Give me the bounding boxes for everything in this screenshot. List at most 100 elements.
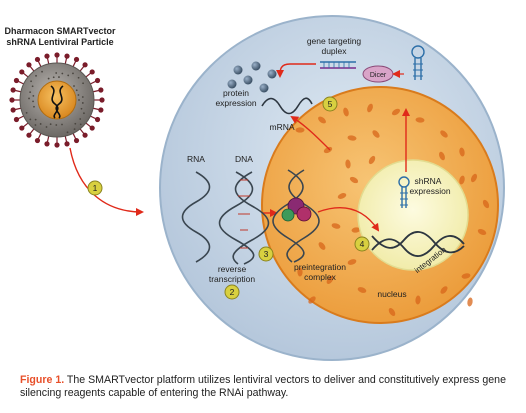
nucleus-speckle: [415, 295, 421, 305]
label-preintegration-2: complex: [304, 272, 336, 282]
nucleus-speckle: [440, 286, 448, 294]
integrated-dna: [371, 231, 465, 257]
step-badge-number: 1: [93, 183, 98, 193]
step-badge-2: 2: [224, 284, 240, 300]
nucleus-speckle: [440, 130, 448, 138]
virus-spike-head: [13, 77, 20, 84]
virus-spike-head: [34, 56, 41, 63]
virus-spike-head: [64, 141, 70, 147]
protein-bead: [227, 79, 237, 89]
virus-spike-head: [19, 69, 25, 75]
nucleus-speckle: [459, 175, 465, 185]
figure-label: Figure 1.: [20, 374, 65, 386]
label-reverse-transcription-1: reverse: [218, 264, 247, 274]
virus-spike-head: [26, 62, 32, 68]
label-dna: DNA: [235, 154, 253, 164]
virus-spike-head: [26, 132, 32, 138]
mrna-strand: [261, 97, 313, 115]
virus-spike-head: [9, 97, 15, 103]
step-badge-circle: [224, 284, 240, 300]
nucleus-speckle: [349, 176, 359, 184]
nucleus-speckle: [331, 223, 341, 229]
virus-dot: [45, 126, 48, 128]
virus-dot: [34, 124, 37, 126]
nucleus-speckle: [467, 297, 473, 307]
nucleus-speckle: [391, 108, 401, 116]
label-protein-2: expression: [215, 98, 256, 108]
virus-spike-head: [19, 125, 25, 131]
step-badge-circle: [87, 180, 103, 196]
virus-spike-head: [54, 142, 60, 148]
virus-dot: [58, 76, 60, 78]
virus-spike-head: [99, 97, 105, 103]
virus-spike-head: [44, 141, 50, 147]
step-badge-circle: [322, 96, 338, 112]
virus-dot: [55, 72, 58, 74]
preintegration-complex: [272, 169, 320, 263]
virus-dot: [47, 77, 50, 80]
step-badge-3: 3: [258, 246, 274, 262]
virus-dot: [29, 91, 32, 94]
virus-dot: [75, 89, 78, 92]
nucleus-speckle: [459, 147, 465, 157]
step-badge-number: 2: [230, 287, 235, 297]
virus-spike-head: [34, 137, 41, 144]
virus-dot: [32, 100, 34, 103]
label-gene-targeting-1: gene targeting: [307, 36, 362, 46]
nucleus-speckle: [482, 199, 490, 209]
nucleus-speckle: [415, 117, 425, 123]
protein-bead: [267, 69, 277, 79]
nucleus-speckle: [357, 287, 367, 293]
cytoplasm-shrna-hairpin: [411, 45, 425, 80]
virus-spike-head: [10, 107, 16, 113]
nucleus-speckle: [368, 155, 376, 165]
nucleus-speckle: [337, 193, 347, 199]
virus-dot: [30, 80, 32, 83]
step-badge-1: 1: [87, 180, 103, 196]
nucleus-speckle: [326, 276, 334, 284]
nucleus-speckle: [297, 267, 303, 277]
nucleus-speckle: [351, 227, 361, 233]
dicer-label: Dicer: [370, 72, 387, 79]
nucleus-speckle: [388, 307, 396, 317]
virus-spike-head: [10, 87, 16, 93]
nucleus-speckle: [323, 146, 333, 154]
figure-caption-text: The SMARTvector platform utilizes lentiv…: [20, 374, 506, 399]
arrow-complex-to-integration: [317, 207, 380, 232]
virus-dot: [55, 124, 58, 126]
virus-spike-head: [89, 69, 95, 75]
nucleus-speckle: [439, 151, 445, 161]
label-shrna-1: shRNA: [415, 176, 442, 186]
dicer-enzyme: [362, 65, 404, 83]
virus-spike-head: [64, 53, 70, 59]
virus-dot: [82, 82, 84, 85]
virus-dot: [31, 85, 34, 88]
label-rna: RNA: [187, 154, 205, 164]
step-badge-circle: [354, 236, 370, 252]
virus-spike-head: [98, 87, 104, 93]
particle-title-line1: Dharmacon SMARTvector: [4, 26, 116, 36]
virus-dot: [67, 74, 70, 77]
virus-dot: [73, 128, 76, 131]
virus-dot: [25, 111, 28, 114]
nucleus-speckle: [343, 107, 349, 117]
virus-dot: [79, 123, 82, 126]
nucleus-speckle: [345, 159, 351, 169]
virus-dot: [41, 70, 43, 73]
virus-dot: [79, 118, 82, 120]
virus-dot: [39, 123, 42, 125]
virus-spike-head: [54, 52, 60, 58]
nucleus-speckle: [347, 135, 357, 141]
label-protein-1: protein: [223, 88, 249, 98]
nucleus-speckle: [295, 127, 305, 133]
step-badge-number: 3: [264, 249, 269, 259]
step-badge-4: 4: [354, 236, 370, 252]
virus-dot: [81, 102, 84, 104]
virus-dot: [83, 112, 85, 115]
virus-dot: [80, 107, 83, 110]
virus-spike-head: [98, 107, 104, 113]
label-nucleus: nucleus: [377, 289, 406, 299]
virus-dot: [52, 76, 55, 79]
